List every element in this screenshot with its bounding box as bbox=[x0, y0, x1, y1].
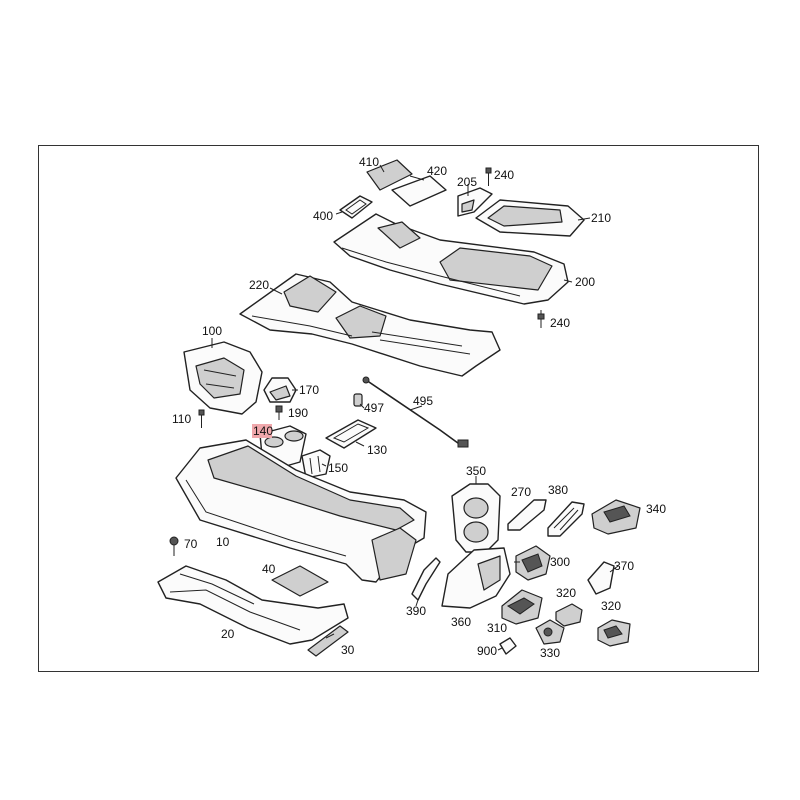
callout-70: 70 bbox=[184, 537, 198, 551]
leader-lines bbox=[211, 164, 619, 651]
callout-205: 205 bbox=[457, 175, 477, 189]
part-390-trim bbox=[411, 557, 441, 601]
part-495-cable bbox=[362, 376, 469, 448]
callout-20: 20 bbox=[221, 627, 235, 641]
part-300-switch bbox=[515, 545, 551, 581]
callout-40: 40 bbox=[262, 562, 276, 576]
part-10-lower-console bbox=[175, 439, 427, 583]
part-360-cover bbox=[441, 547, 511, 609]
callout-497: 497 bbox=[364, 401, 384, 415]
callout-400: 400 bbox=[313, 209, 333, 223]
part-370-cover bbox=[587, 561, 615, 595]
part-310-control-unit bbox=[501, 589, 543, 625]
callout-380: 380 bbox=[548, 483, 568, 497]
callout-190: 190 bbox=[288, 406, 308, 420]
callout-420: 420 bbox=[427, 164, 447, 178]
callout-labels: 410 420 240 205 210 400 220 200 240 100 … bbox=[172, 155, 666, 660]
part-220-upper-trim bbox=[239, 273, 501, 377]
callout-330: 330 bbox=[540, 646, 560, 660]
callout-410: 410 bbox=[359, 155, 379, 169]
callout-340: 340 bbox=[646, 502, 666, 516]
callout-220: 220 bbox=[249, 278, 269, 292]
callout-170: 170 bbox=[299, 383, 319, 397]
callout-140-highlight bbox=[252, 424, 272, 438]
diagram-frame bbox=[38, 145, 759, 672]
part-340-module bbox=[591, 499, 641, 535]
part-400-frame bbox=[339, 195, 373, 219]
part-320-switch-right bbox=[597, 619, 631, 647]
part-210-armrest-lid bbox=[475, 199, 585, 237]
part-40-pad bbox=[271, 565, 329, 597]
callout-320-upper: 320 bbox=[556, 586, 576, 600]
part-205-bracket bbox=[457, 187, 493, 217]
part-130-mat bbox=[325, 419, 377, 449]
callout-310: 310 bbox=[487, 621, 507, 635]
part-350-bezel bbox=[451, 483, 501, 553]
part-190-screw bbox=[275, 405, 283, 420]
part-380-trim-ring bbox=[547, 501, 585, 537]
part-240-screw-top bbox=[485, 167, 492, 186]
part-330-socket bbox=[535, 619, 565, 645]
callout-320-right: 320 bbox=[601, 599, 621, 613]
part-270-trim-strip bbox=[507, 499, 547, 531]
callout-10: 10 bbox=[216, 535, 230, 549]
callout-150: 150 bbox=[328, 461, 348, 475]
callout-200: 200 bbox=[575, 275, 595, 289]
callout-30: 30 bbox=[341, 643, 355, 657]
callout-390: 390 bbox=[406, 604, 426, 618]
callout-900: 900 bbox=[477, 644, 497, 658]
part-900-connector bbox=[499, 637, 517, 655]
part-410-trim-pad bbox=[366, 159, 413, 191]
part-497-clip bbox=[353, 393, 363, 407]
part-30-clip-strip bbox=[307, 625, 349, 657]
callout-240-right: 240 bbox=[550, 316, 570, 330]
callout-240-top: 240 bbox=[494, 168, 514, 182]
callout-140: 140 bbox=[253, 424, 273, 438]
part-70-bolt bbox=[169, 536, 179, 556]
part-170-knob-cover bbox=[263, 377, 297, 403]
callout-210: 210 bbox=[591, 211, 611, 225]
callout-130: 130 bbox=[367, 443, 387, 457]
callout-270: 270 bbox=[511, 485, 531, 499]
part-320-switch-upper bbox=[555, 603, 583, 627]
callout-300: 300 bbox=[550, 555, 570, 569]
callout-495: 495 bbox=[413, 394, 433, 408]
callout-370: 370 bbox=[614, 559, 634, 573]
callout-100: 100 bbox=[202, 324, 222, 338]
part-200-console-top bbox=[333, 213, 569, 305]
part-240-screw-right bbox=[537, 310, 545, 328]
part-20-air-duct bbox=[157, 565, 349, 645]
part-100-shifter-housing bbox=[183, 341, 263, 415]
callout-360: 360 bbox=[451, 615, 471, 629]
part-420-cover-plate bbox=[391, 175, 447, 207]
callout-350: 350 bbox=[466, 464, 486, 478]
part-110-screw bbox=[198, 409, 205, 428]
callout-110: 110 bbox=[172, 412, 191, 426]
